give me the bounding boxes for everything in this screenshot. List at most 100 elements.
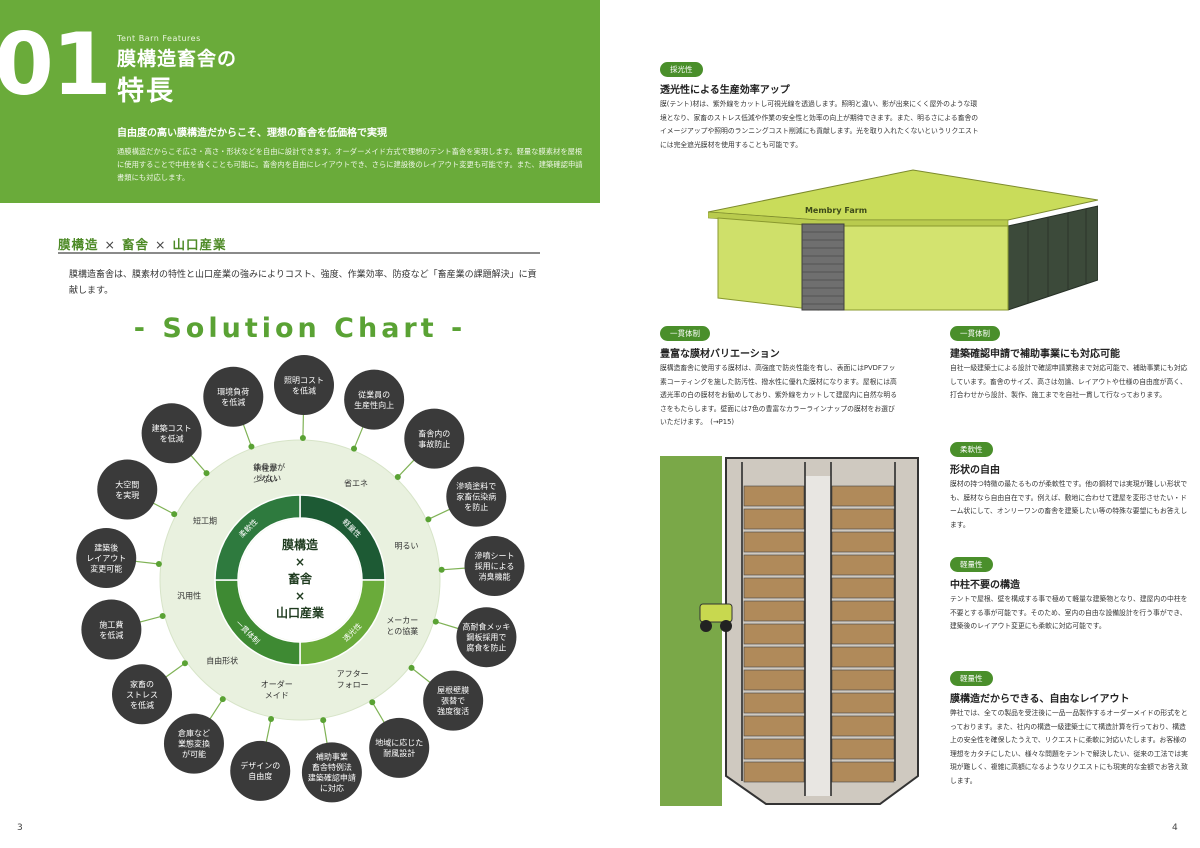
bubble-label: デザインの自由度 bbox=[240, 761, 280, 782]
bubble-label: 滲噴塗料で家畜伝染病を防止 bbox=[456, 481, 496, 512]
bubble-label-line: 滲噴塗料で bbox=[456, 481, 496, 491]
benefit-bubble bbox=[456, 607, 517, 668]
bubble-label-line: 補助事業 bbox=[316, 752, 348, 762]
pen bbox=[831, 669, 895, 691]
connector-line bbox=[164, 662, 186, 679]
connector-line bbox=[138, 615, 163, 623]
bubble-label-line: 建築コスト bbox=[152, 423, 192, 433]
ring-item: オーダーメイド bbox=[261, 679, 293, 700]
heading-part-a: 膜構造 bbox=[58, 237, 99, 252]
connector-line bbox=[397, 458, 416, 478]
bubble-label-line: を低減 bbox=[99, 630, 123, 640]
pen bbox=[743, 531, 805, 553]
bubble-label: 畜舎内の事故防止 bbox=[418, 428, 450, 449]
ring-item-line: 少ない bbox=[253, 475, 277, 484]
pen bbox=[743, 554, 805, 576]
feature-title: 建築確認申請で補助事業にも対応可能 bbox=[950, 349, 1120, 360]
bubble-label-line: 家畜の bbox=[130, 679, 154, 689]
pen bbox=[743, 623, 805, 645]
connector-dot bbox=[320, 717, 327, 724]
pen bbox=[743, 738, 805, 760]
connector-line bbox=[371, 701, 386, 725]
ring-item-line: アフター bbox=[337, 669, 369, 678]
connector-dot bbox=[203, 470, 210, 477]
benefit-bubble bbox=[230, 740, 291, 801]
bubble-label-line: 倉庫など bbox=[178, 728, 210, 738]
bubble-label: 施工費を低減 bbox=[99, 619, 123, 640]
bubble-label-line: を低減 bbox=[130, 700, 154, 710]
connector-dot bbox=[159, 613, 166, 620]
connector-dot bbox=[171, 511, 178, 518]
connector-dot bbox=[268, 716, 275, 723]
outer-ring-edge bbox=[159, 439, 441, 721]
benefit-bubble bbox=[301, 742, 362, 803]
section-rule bbox=[58, 252, 540, 254]
ring-item: 省エネ bbox=[344, 478, 368, 488]
bubble-label-line: 張替で bbox=[441, 696, 465, 706]
pen bbox=[743, 577, 805, 599]
pen bbox=[831, 531, 895, 553]
tractor bbox=[699, 603, 733, 632]
tent-barn-illustration: Membry Farm bbox=[708, 169, 1098, 311]
bubble-label: 高耐食メッキ鋼板採用で腐食を防止 bbox=[462, 622, 510, 653]
pen bbox=[831, 508, 895, 530]
pen bbox=[831, 554, 895, 576]
connector-dot bbox=[248, 443, 255, 450]
connector-dot bbox=[432, 618, 439, 625]
header-body: 通膜構造だからこそ広さ・高さ・形状などを自由に設計できます。オーダーメイド方式で… bbox=[117, 147, 583, 182]
connector-line bbox=[428, 508, 452, 520]
arc-segment bbox=[214, 494, 301, 581]
pen bbox=[743, 508, 805, 530]
feature-title: 中柱不要の構造 bbox=[950, 580, 1020, 591]
heading-part-b: 畜舎 bbox=[122, 237, 150, 252]
bubble-label-line: 腐食を防止 bbox=[466, 643, 506, 653]
ring-item-line: オーダー bbox=[261, 679, 293, 689]
bubble-label-line: 建築後 bbox=[94, 543, 118, 553]
bubble-label: 家畜のストレスを低減 bbox=[126, 679, 158, 710]
ring-item-line: 自由形状 bbox=[206, 656, 238, 666]
pen bbox=[743, 646, 805, 668]
bubble-label: 従業員の生産性向上 bbox=[354, 389, 394, 410]
page-number-right: 4 bbox=[1172, 823, 1178, 833]
center-label-line: × bbox=[295, 555, 305, 569]
connector-line bbox=[189, 453, 207, 474]
ring-item-line: 明るい bbox=[395, 541, 419, 550]
pen bbox=[743, 715, 805, 737]
page-title-line2: 特長 bbox=[117, 76, 175, 107]
pen bbox=[743, 485, 805, 507]
connector-dot bbox=[394, 474, 401, 481]
ring-item-line: との協業 bbox=[386, 626, 418, 636]
ring-item: 汎用性 bbox=[177, 591, 201, 601]
ring-item: メーカーとの協業 bbox=[386, 616, 418, 636]
pen bbox=[743, 669, 805, 691]
bubble-label-line: 採用による bbox=[475, 561, 515, 571]
feature-body: 膜(テント)材は、紫外線をカットし可視光線を透過します。照明と違い、影が出来にく… bbox=[660, 100, 979, 149]
connector-dot bbox=[155, 560, 162, 567]
bubble-label-line: 建築確認申請 bbox=[308, 773, 356, 783]
connector-dot bbox=[351, 445, 358, 452]
ring-item: 短工期 bbox=[193, 516, 217, 526]
bubble-label-line: 高耐食メッキ bbox=[462, 622, 510, 632]
connector-line bbox=[322, 719, 328, 745]
feature-body: 膜構造畜舎に使用する膜材は、高強度で防炎性能を有し、表面にはPVDFフッ素コーテ… bbox=[660, 364, 898, 426]
shutter-door bbox=[801, 223, 845, 311]
ring-item-line: 短工期 bbox=[193, 516, 217, 526]
connector-line bbox=[435, 621, 460, 630]
feature-title: 膜構造だからできる、自由なレイアウト bbox=[950, 694, 1130, 705]
section-number: 01 bbox=[0, 15, 112, 115]
bubble-label-line: 滲噴シート bbox=[474, 550, 514, 560]
grass-strip bbox=[660, 456, 722, 806]
bubble-label: 地域に応じた耐風設計 bbox=[375, 738, 423, 759]
pen bbox=[831, 715, 895, 737]
bubble-label: 補助事業畜舎特例法建築確認申請に対応 bbox=[308, 752, 356, 794]
bubble-label-line: を低減 bbox=[160, 433, 184, 443]
feature-tag: 軽量性 bbox=[950, 557, 993, 572]
bubble-label-line: 地域に応じた bbox=[375, 738, 423, 748]
heading-sep: × bbox=[104, 237, 116, 252]
heading-sep: × bbox=[155, 237, 167, 252]
bubble-label-line: を実現 bbox=[115, 490, 139, 500]
connector-line bbox=[302, 413, 305, 439]
bubble-label: 滲噴シート採用による消臭機能 bbox=[474, 550, 514, 581]
feature-tag: 一貫体制 bbox=[950, 326, 1000, 341]
pen bbox=[831, 761, 895, 783]
